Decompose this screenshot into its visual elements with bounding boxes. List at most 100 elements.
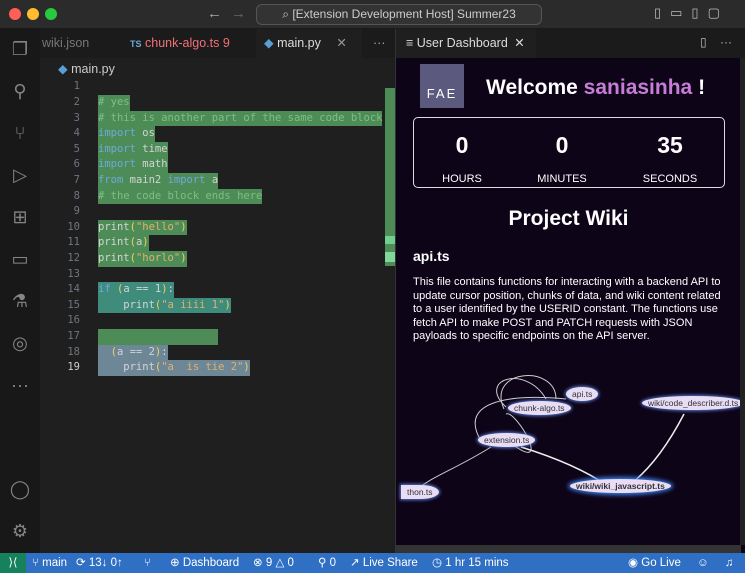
remote-explorer-icon[interactable]: ▭ bbox=[11, 249, 29, 269]
seconds-label: SECONDS bbox=[642, 173, 698, 185]
code-line: print("horlo") bbox=[98, 251, 187, 267]
go-live-button[interactable]: ◉ Go Live bbox=[628, 557, 681, 569]
remote-indicator-icon[interactable]: ⟩⟨ bbox=[0, 553, 26, 573]
code-line: # yes bbox=[98, 95, 130, 111]
graph-edge bbox=[496, 378, 547, 408]
branch-indicator[interactable]: ⑂ main bbox=[32, 557, 68, 569]
code-line: print("a is tie 2") bbox=[98, 360, 250, 376]
wiki-description: This file contains functions for interac… bbox=[413, 276, 721, 342]
line-number: 11 bbox=[67, 236, 80, 249]
line-number: 17 bbox=[67, 330, 80, 342]
user-dashboard-panel: ≡ User Dashboard ✕ ▯ ··· FAE Welcome san… bbox=[395, 29, 745, 553]
line-number: 8 bbox=[73, 189, 80, 202]
warning-icon: △ bbox=[275, 557, 285, 569]
explorer-icon[interactable]: ❐ bbox=[11, 39, 29, 59]
minutes-value: 0 bbox=[555, 132, 569, 158]
more-actions-icon[interactable]: ··· bbox=[720, 35, 732, 49]
forward-arrow-icon[interactable]: → bbox=[231, 5, 246, 22]
graph-node[interactable]: extension.ts bbox=[478, 433, 536, 447]
run-debug-icon[interactable]: ▷ bbox=[13, 165, 27, 185]
settings-gear-icon[interactable]: ⚙ bbox=[11, 521, 29, 541]
sync-indicator[interactable]: ⟳ 13↓ 0↑ bbox=[76, 557, 123, 569]
git-graph-icon[interactable]: ◎ bbox=[12, 333, 28, 353]
status-bar: ⟩⟨ ⑂ main ⟳ 13↓ 0↑ ⑂ ⊕ Dashboard ⊗ 9 △ 0… bbox=[0, 553, 745, 573]
back-arrow-icon[interactable]: ← bbox=[207, 5, 222, 22]
graph-node[interactable]: thon.ts bbox=[401, 485, 439, 499]
graph-edge bbox=[500, 375, 557, 410]
error-icon: ⊗ bbox=[253, 557, 263, 569]
graph-edge bbox=[474, 396, 567, 442]
python-icon: ◆ bbox=[58, 62, 68, 76]
code-line: from main2 import a bbox=[98, 173, 219, 189]
code-line bbox=[98, 329, 218, 345]
editor-tabs: wiki.json TS chunk-algo.ts 9 ◆ main.py ✕… bbox=[40, 29, 395, 58]
panel-tabs: ≡ User Dashboard ✕ ▯ ··· bbox=[396, 29, 745, 58]
hours-label: HOURS bbox=[442, 173, 482, 185]
graph-node[interactable]: chunk-algo.ts bbox=[508, 401, 571, 415]
code-line: import os bbox=[98, 126, 155, 142]
dependency-graph[interactable] bbox=[396, 369, 741, 549]
close-window-button[interactable] bbox=[9, 8, 21, 20]
notifications-bell-icon[interactable]: ♫ bbox=[725, 557, 734, 569]
line-number: 5 bbox=[73, 142, 80, 155]
ports-indicator[interactable]: ⚲ 0 bbox=[318, 557, 337, 569]
graph-edge bbox=[415, 446, 492, 492]
line-number: 19 bbox=[67, 361, 80, 374]
git-graph-status-icon[interactable]: ⑂ bbox=[144, 557, 151, 569]
code-line: print(a) bbox=[98, 235, 149, 251]
graph-node[interactable]: api.ts bbox=[566, 387, 599, 401]
close-tab-icon[interactable]: ✕ bbox=[336, 36, 347, 50]
layout-toggle-icons[interactable]: ▯▭▯▢ bbox=[654, 5, 729, 20]
code-line: (a == 2): bbox=[98, 344, 168, 361]
antenna-icon: ⚲ bbox=[318, 557, 327, 569]
close-tab-icon[interactable]: ✕ bbox=[514, 36, 525, 50]
tab-wiki-json[interactable]: wiki.json bbox=[42, 36, 90, 50]
line-number: 13 bbox=[67, 267, 80, 280]
copilot-icon[interactable]: ☺ bbox=[697, 557, 709, 569]
line-number: 14 bbox=[67, 283, 80, 296]
search-icon: ⌕ bbox=[282, 7, 293, 21]
line-number: 4 bbox=[73, 127, 80, 140]
tab-main-py[interactable]: ◆ main.py ✕ bbox=[256, 29, 362, 58]
live-share-button[interactable]: ↗ Live Share bbox=[350, 557, 418, 569]
split-editor-icon[interactable]: ▯ bbox=[700, 35, 707, 49]
minimap-scrollbar[interactable] bbox=[385, 88, 395, 266]
minimize-window-button[interactable] bbox=[27, 8, 39, 20]
graph-node[interactable]: wiki/code_describer.d.ts bbox=[642, 396, 745, 410]
horizontal-scrollbar[interactable] bbox=[396, 545, 741, 553]
globe-icon: ⊕ bbox=[170, 557, 180, 569]
more-actions-icon[interactable]: ··· bbox=[373, 36, 386, 50]
problems-indicator[interactable]: ⊗ 9 △ 0 bbox=[253, 557, 294, 569]
source-control-icon[interactable]: ⑂ bbox=[14, 123, 26, 143]
typescript-icon: TS bbox=[130, 39, 142, 49]
vertical-scrollbar[interactable] bbox=[740, 58, 745, 545]
line-number: 3 bbox=[73, 111, 80, 124]
command-center-search[interactable]: ⌕ [Extension Development Host] Summer23 bbox=[256, 4, 542, 25]
search-text: [Extension Development Host] Summer23 bbox=[292, 7, 516, 21]
breadcrumb[interactable]: ◆ main.py bbox=[58, 62, 115, 76]
more-icon[interactable]: ··· bbox=[11, 375, 29, 395]
line-number: 15 bbox=[67, 298, 80, 311]
tab-user-dashboard[interactable]: ≡ User Dashboard ✕ bbox=[396, 29, 536, 58]
line-number: 10 bbox=[67, 220, 80, 233]
wiki-title: Project Wiki bbox=[508, 207, 629, 230]
title-bar: ← → ⌕ [Extension Development Host] Summe… bbox=[0, 0, 745, 29]
line-number: 1 bbox=[73, 80, 80, 93]
graph-node[interactable]: wiki/wiki_javascript.ts bbox=[570, 479, 671, 493]
tab-chunk-algo[interactable]: TS chunk-algo.ts 9 bbox=[130, 36, 230, 50]
clock-icon: ◷ bbox=[432, 557, 443, 569]
line-number: 12 bbox=[67, 252, 80, 264]
line-number: 6 bbox=[73, 158, 80, 171]
seconds-value: 35 bbox=[657, 132, 683, 158]
graph-edge bbox=[627, 413, 685, 487]
minutes-label: MINUTES bbox=[537, 173, 587, 185]
maximize-window-button[interactable] bbox=[45, 8, 57, 20]
username: saniasinha bbox=[583, 76, 693, 99]
time-tracker[interactable]: ◷ 1 hr 15 mins bbox=[432, 557, 509, 569]
dashboard-button[interactable]: ⊕ Dashboard bbox=[170, 557, 240, 569]
account-icon[interactable]: ◯ bbox=[9, 479, 31, 499]
testing-icon[interactable]: ⚗ bbox=[11, 291, 29, 311]
extensions-icon[interactable]: ⊞ bbox=[12, 207, 28, 227]
search-icon[interactable]: ⚲ bbox=[13, 81, 27, 101]
